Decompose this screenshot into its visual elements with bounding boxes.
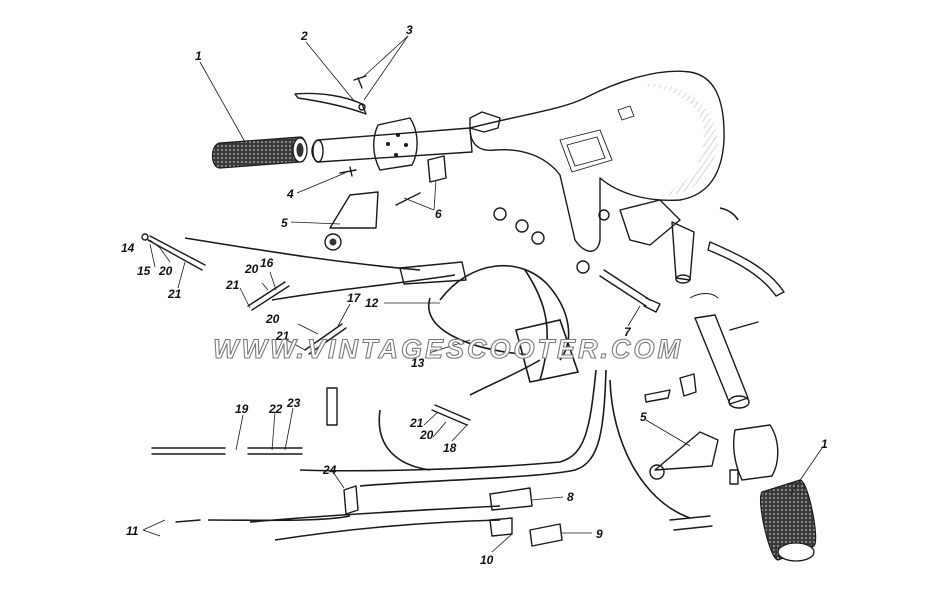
throttle-tube-lower (689, 293, 750, 409)
grip-left (211, 136, 308, 169)
callout-8: 8 (567, 490, 574, 504)
callout-15: 15 (137, 264, 151, 278)
clamp-5-lower (649, 431, 719, 480)
callout-20-b: 20 (244, 262, 259, 276)
callout-5-upper: 5 (281, 216, 288, 230)
callout-1-right: 1 (821, 437, 828, 451)
handlebar-tube-left (311, 127, 473, 163)
callout-9: 9 (596, 527, 603, 541)
callout-23: 23 (286, 396, 301, 410)
callout-2: 2 (300, 29, 308, 43)
bolt-7 (599, 269, 661, 313)
leader-lines (142, 35, 823, 553)
callout-20-d: 20 (419, 428, 434, 442)
lever-right (707, 241, 785, 297)
callout-13: 13 (411, 356, 425, 370)
callout-21-c: 21 (275, 329, 290, 343)
throttle-tube-upper (619, 199, 695, 284)
callout-19: 19 (235, 402, 249, 416)
callout-21-d: 21 (409, 416, 424, 430)
callout-21-a: 21 (167, 287, 182, 301)
small-hardware-right (644, 321, 759, 485)
callout-7: 7 (624, 325, 632, 339)
callout-22: 22 (268, 402, 283, 416)
handlebar-casting (469, 70, 725, 252)
watermark: WWW.VINTAGESCOOTER.COM (213, 334, 683, 364)
callout-10: 10 (480, 553, 494, 567)
callout-12: 12 (365, 296, 379, 310)
callout-20-c: 20 (265, 312, 280, 326)
clamp-5-upper (324, 191, 379, 251)
switch-housing-right (733, 424, 779, 481)
callout-4: 4 (286, 187, 294, 201)
callout-1-left: 1 (195, 49, 202, 63)
callout-17: 17 (347, 291, 362, 305)
callout-24: 24 (322, 463, 337, 477)
callout-3: 3 (406, 23, 413, 37)
callout-6: 6 (435, 207, 442, 221)
callout-16: 16 (260, 256, 274, 270)
cable-bundle (184, 207, 739, 541)
callout-11: 11 (126, 524, 139, 538)
parts-6 (395, 155, 447, 206)
bolt-4 (339, 166, 357, 177)
callout-18: 18 (443, 441, 457, 455)
tube-end-left (312, 139, 324, 163)
washers (493, 207, 610, 274)
callout-20-a: 20 (158, 264, 173, 278)
screws-3 (353, 75, 367, 111)
callout-21-b: 21 (225, 278, 240, 292)
cable-fittings (141, 233, 713, 547)
switch-housing (373, 117, 418, 171)
callout-5-lower: 5 (640, 410, 647, 424)
lever-left (294, 92, 367, 115)
grip-right (760, 479, 817, 562)
callout-labels: 1 2 3 4 5 6 7 8 9 10 11 12 13 14 15 16 1… (121, 23, 828, 567)
callout-14: 14 (121, 241, 135, 255)
